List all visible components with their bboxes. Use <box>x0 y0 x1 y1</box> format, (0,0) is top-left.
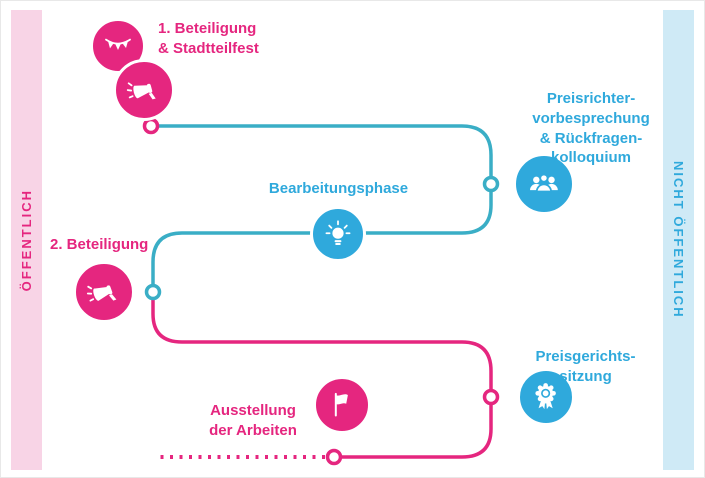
node-phase2 <box>144 283 162 301</box>
bunting-glyph <box>105 38 131 50</box>
connector-phase1-to-jury <box>151 124 493 184</box>
connector-phase2-to-preisgericht <box>151 292 493 397</box>
public-band: ÖFFENTLICH <box>11 10 42 470</box>
flag-icon <box>313 376 371 434</box>
lightbulb-icon <box>310 206 366 262</box>
connector-preisgericht-to-ausstellung <box>334 397 493 459</box>
node-phase1 <box>142 117 160 135</box>
step-label-preisgericht: Preisgerichts- sitzung <box>535 348 636 385</box>
step-label-beteiligung1: 1. Beteiligung & Stadtteilfest <box>158 20 259 57</box>
award-rosette-icon <box>517 368 575 426</box>
node-preisgericht <box>482 388 500 406</box>
step-label-beteiligung2: 2. Beteiligung <box>50 236 149 253</box>
step-label-ausstellung: Ausstellung der Arbeiten <box>209 402 297 439</box>
node-jury <box>482 175 500 193</box>
non-public-band: NICHT ÖFFENTLICH <box>663 10 694 470</box>
jury-glyph <box>530 173 558 193</box>
megaphone-glyph <box>126 82 156 100</box>
megaphone-glyph <box>86 285 117 302</box>
step-label-preisrichter: Preisrichter- vorbesprechung & Rückfrage… <box>532 90 650 167</box>
node-ausstellung <box>325 448 343 466</box>
award-rosette-glyph <box>535 383 557 410</box>
megaphone-icon <box>113 59 175 121</box>
flag-glyph <box>335 393 349 417</box>
non-public-band-label: NICHT ÖFFENTLICH <box>671 161 686 319</box>
jury-icon <box>513 153 575 215</box>
megaphone-icon-2 <box>73 261 135 323</box>
step-label-bearbeitungsphase: Bearbeitungsphase <box>268 180 409 197</box>
lightbulb-glyph <box>325 220 351 246</box>
